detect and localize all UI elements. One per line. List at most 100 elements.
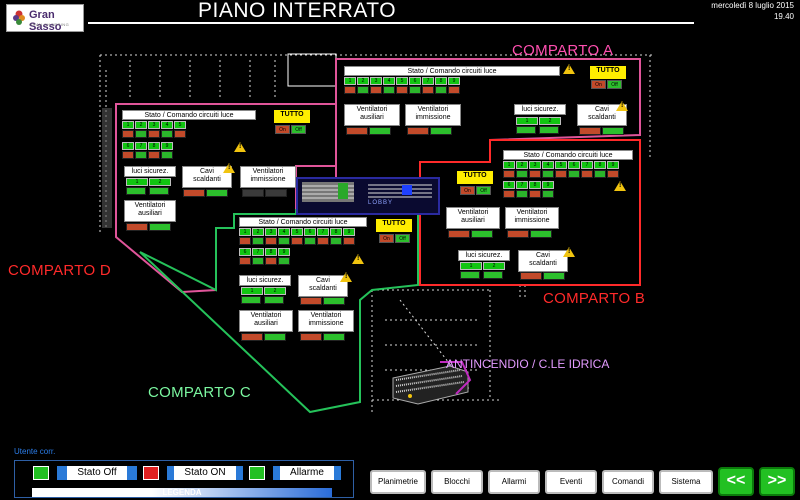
- comparto-b-vent-imm-off[interactable]: [530, 230, 552, 238]
- comparto-a-vent-aus-on[interactable]: [346, 127, 368, 135]
- comparto-c-cavi-on[interactable]: [300, 297, 322, 305]
- circuit-state-d_row1-1[interactable]: [122, 130, 134, 138]
- circuit-state-b_row1-9[interactable]: [607, 170, 619, 178]
- previous-page-button[interactable]: <<: [718, 467, 754, 496]
- circuit-c_row2-7[interactable]: 7: [252, 248, 264, 256]
- circuit-state-b_row1-4[interactable]: [542, 170, 554, 178]
- circuit-b_row1-7[interactable]: 7: [581, 161, 593, 169]
- circuit-c_row1-3[interactable]: 3: [265, 228, 277, 236]
- circuit-state-b_row1-2[interactable]: [516, 170, 528, 178]
- circuit-state-b_row1-7[interactable]: [581, 170, 593, 178]
- circuit-state-b_row1-1[interactable]: [503, 170, 515, 178]
- circuit-state-c_row1-5[interactable]: [291, 237, 303, 245]
- circuit-state-a-6[interactable]: [409, 86, 421, 94]
- circuit-c_row2-6[interactable]: 6: [239, 248, 251, 256]
- circuit-d_row1-3[interactable]: 3: [148, 121, 160, 129]
- circuit-a-9[interactable]: 9: [448, 77, 460, 85]
- circuit-c_row1-6[interactable]: 6: [304, 228, 316, 236]
- circuit-state-c_row1-2[interactable]: [252, 237, 264, 245]
- nav-comandi-button[interactable]: Comandi: [602, 470, 654, 494]
- circuit-c_row1-9[interactable]: 9: [343, 228, 355, 236]
- comparto-b-vent-aus-on[interactable]: [448, 230, 470, 238]
- circuit-c_row1-7[interactable]: 7: [317, 228, 329, 236]
- circuit-b_row1-6[interactable]: 6: [568, 161, 580, 169]
- comparto-c-vent-imm-on[interactable]: [300, 333, 322, 341]
- circuit-b_row1-5[interactable]: 5: [555, 161, 567, 169]
- comparto-c-cavi-off[interactable]: [323, 297, 345, 305]
- nav-planimetrie-button[interactable]: Planimetrie: [370, 470, 426, 494]
- comparto-b-luci-state-2[interactable]: [483, 271, 503, 279]
- nav-sistema-button[interactable]: Sistema: [659, 470, 713, 494]
- circuit-a-5[interactable]: 5: [396, 77, 408, 85]
- circuit-c_row2-8[interactable]: 8: [265, 248, 277, 256]
- circuit-state-a-9[interactable]: [448, 86, 460, 94]
- circuit-d_row2-6[interactable]: 6: [122, 142, 134, 150]
- comparto-d-vent-aus-off[interactable]: [149, 223, 171, 231]
- nav-blocchi-button[interactable]: Blocchi: [431, 470, 483, 494]
- circuit-state-b_row2-7[interactable]: [516, 190, 528, 198]
- comparto-c-all-off-button[interactable]: Off: [395, 234, 410, 243]
- comparto-b-luci-state-1[interactable]: [460, 271, 480, 279]
- comparto-a-luci-state-2[interactable]: [539, 126, 559, 134]
- circuit-state-c_row2-9[interactable]: [278, 257, 290, 265]
- luci-sicurez-2[interactable]: 2: [149, 178, 171, 186]
- circuit-b_row1-4[interactable]: 4: [542, 161, 554, 169]
- circuit-state-c_row1-8[interactable]: [330, 237, 342, 245]
- comparto-d-all-on-button[interactable]: On: [275, 125, 290, 134]
- circuit-d_row1-2[interactable]: 2: [135, 121, 147, 129]
- circuit-b_row1-2[interactable]: 2: [516, 161, 528, 169]
- circuit-state-d_row2-6[interactable]: [122, 151, 134, 159]
- circuit-state-b_row1-3[interactable]: [529, 170, 541, 178]
- comparto-c-vent-aus-on[interactable]: [241, 333, 263, 341]
- circuit-state-d_row2-7[interactable]: [135, 151, 147, 159]
- comparto-c-all-on-button[interactable]: On: [379, 234, 394, 243]
- circuit-c_row2-9[interactable]: 9: [278, 248, 290, 256]
- circuit-state-c_row1-6[interactable]: [304, 237, 316, 245]
- comparto-b-cavi-on[interactable]: [520, 272, 542, 280]
- comparto-a-vent-imm-off[interactable]: [430, 127, 452, 135]
- comparto-c-luci-state-2[interactable]: [264, 296, 284, 304]
- circuit-state-b_row1-5[interactable]: [555, 170, 567, 178]
- circuit-d_row2-9[interactable]: 9: [161, 142, 173, 150]
- circuit-state-a-7[interactable]: [422, 86, 434, 94]
- circuit-a-1[interactable]: 1: [344, 77, 356, 85]
- circuit-a-6[interactable]: 6: [409, 77, 421, 85]
- circuit-state-c_row1-3[interactable]: [265, 237, 277, 245]
- comparto-b-all-on-button[interactable]: On: [460, 186, 475, 195]
- circuit-b_row1-1[interactable]: 1: [503, 161, 515, 169]
- circuit-state-c_row2-8[interactable]: [265, 257, 277, 265]
- circuit-b_row1-3[interactable]: 3: [529, 161, 541, 169]
- comparto-d-vent-imm-off[interactable]: [265, 189, 287, 197]
- circuit-state-b_row2-9[interactable]: [542, 190, 554, 198]
- circuit-state-a-5[interactable]: [396, 86, 408, 94]
- circuit-state-d_row1-5[interactable]: [174, 130, 186, 138]
- comparto-c-vent-aus-off[interactable]: [264, 333, 286, 341]
- comparto-d-vent-aus-on[interactable]: [126, 223, 148, 231]
- luci-sicurez-1[interactable]: 1: [126, 178, 148, 186]
- luci-sicurez-1[interactable]: 1: [516, 117, 538, 125]
- comparto-a-vent-imm-on[interactable]: [407, 127, 429, 135]
- circuit-d_row1-1[interactable]: 1: [122, 121, 134, 129]
- circuit-state-d_row1-2[interactable]: [135, 130, 147, 138]
- circuit-state-a-8[interactable]: [435, 86, 447, 94]
- comparto-d-cavi-off[interactable]: [206, 189, 228, 197]
- circuit-a-4[interactable]: 4: [383, 77, 395, 85]
- circuit-state-d_row1-3[interactable]: [148, 130, 160, 138]
- circuit-d_row1-5[interactable]: 5: [174, 121, 186, 129]
- circuit-a-2[interactable]: 2: [357, 77, 369, 85]
- circuit-b_row2-7[interactable]: 7: [516, 181, 528, 189]
- luci-sicurez-1[interactable]: 1: [241, 287, 263, 295]
- circuit-state-c_row1-7[interactable]: [317, 237, 329, 245]
- circuit-state-a-2[interactable]: [357, 86, 369, 94]
- comparto-a-all-off-button[interactable]: Off: [607, 80, 622, 89]
- circuit-c_row1-5[interactable]: 5: [291, 228, 303, 236]
- comparto-a-all-on-button[interactable]: On: [591, 80, 606, 89]
- luci-sicurez-2[interactable]: 2: [539, 117, 561, 125]
- comparto-d-luci-state-2[interactable]: [149, 187, 169, 195]
- circuit-b_row2-9[interactable]: 9: [542, 181, 554, 189]
- circuit-c_row1-4[interactable]: 4: [278, 228, 290, 236]
- nav-allarmi-button[interactable]: Allarmi: [488, 470, 540, 494]
- comparto-b-cavi-off[interactable]: [543, 272, 565, 280]
- circuit-state-c_row1-4[interactable]: [278, 237, 290, 245]
- circuit-state-c_row1-1[interactable]: [239, 237, 251, 245]
